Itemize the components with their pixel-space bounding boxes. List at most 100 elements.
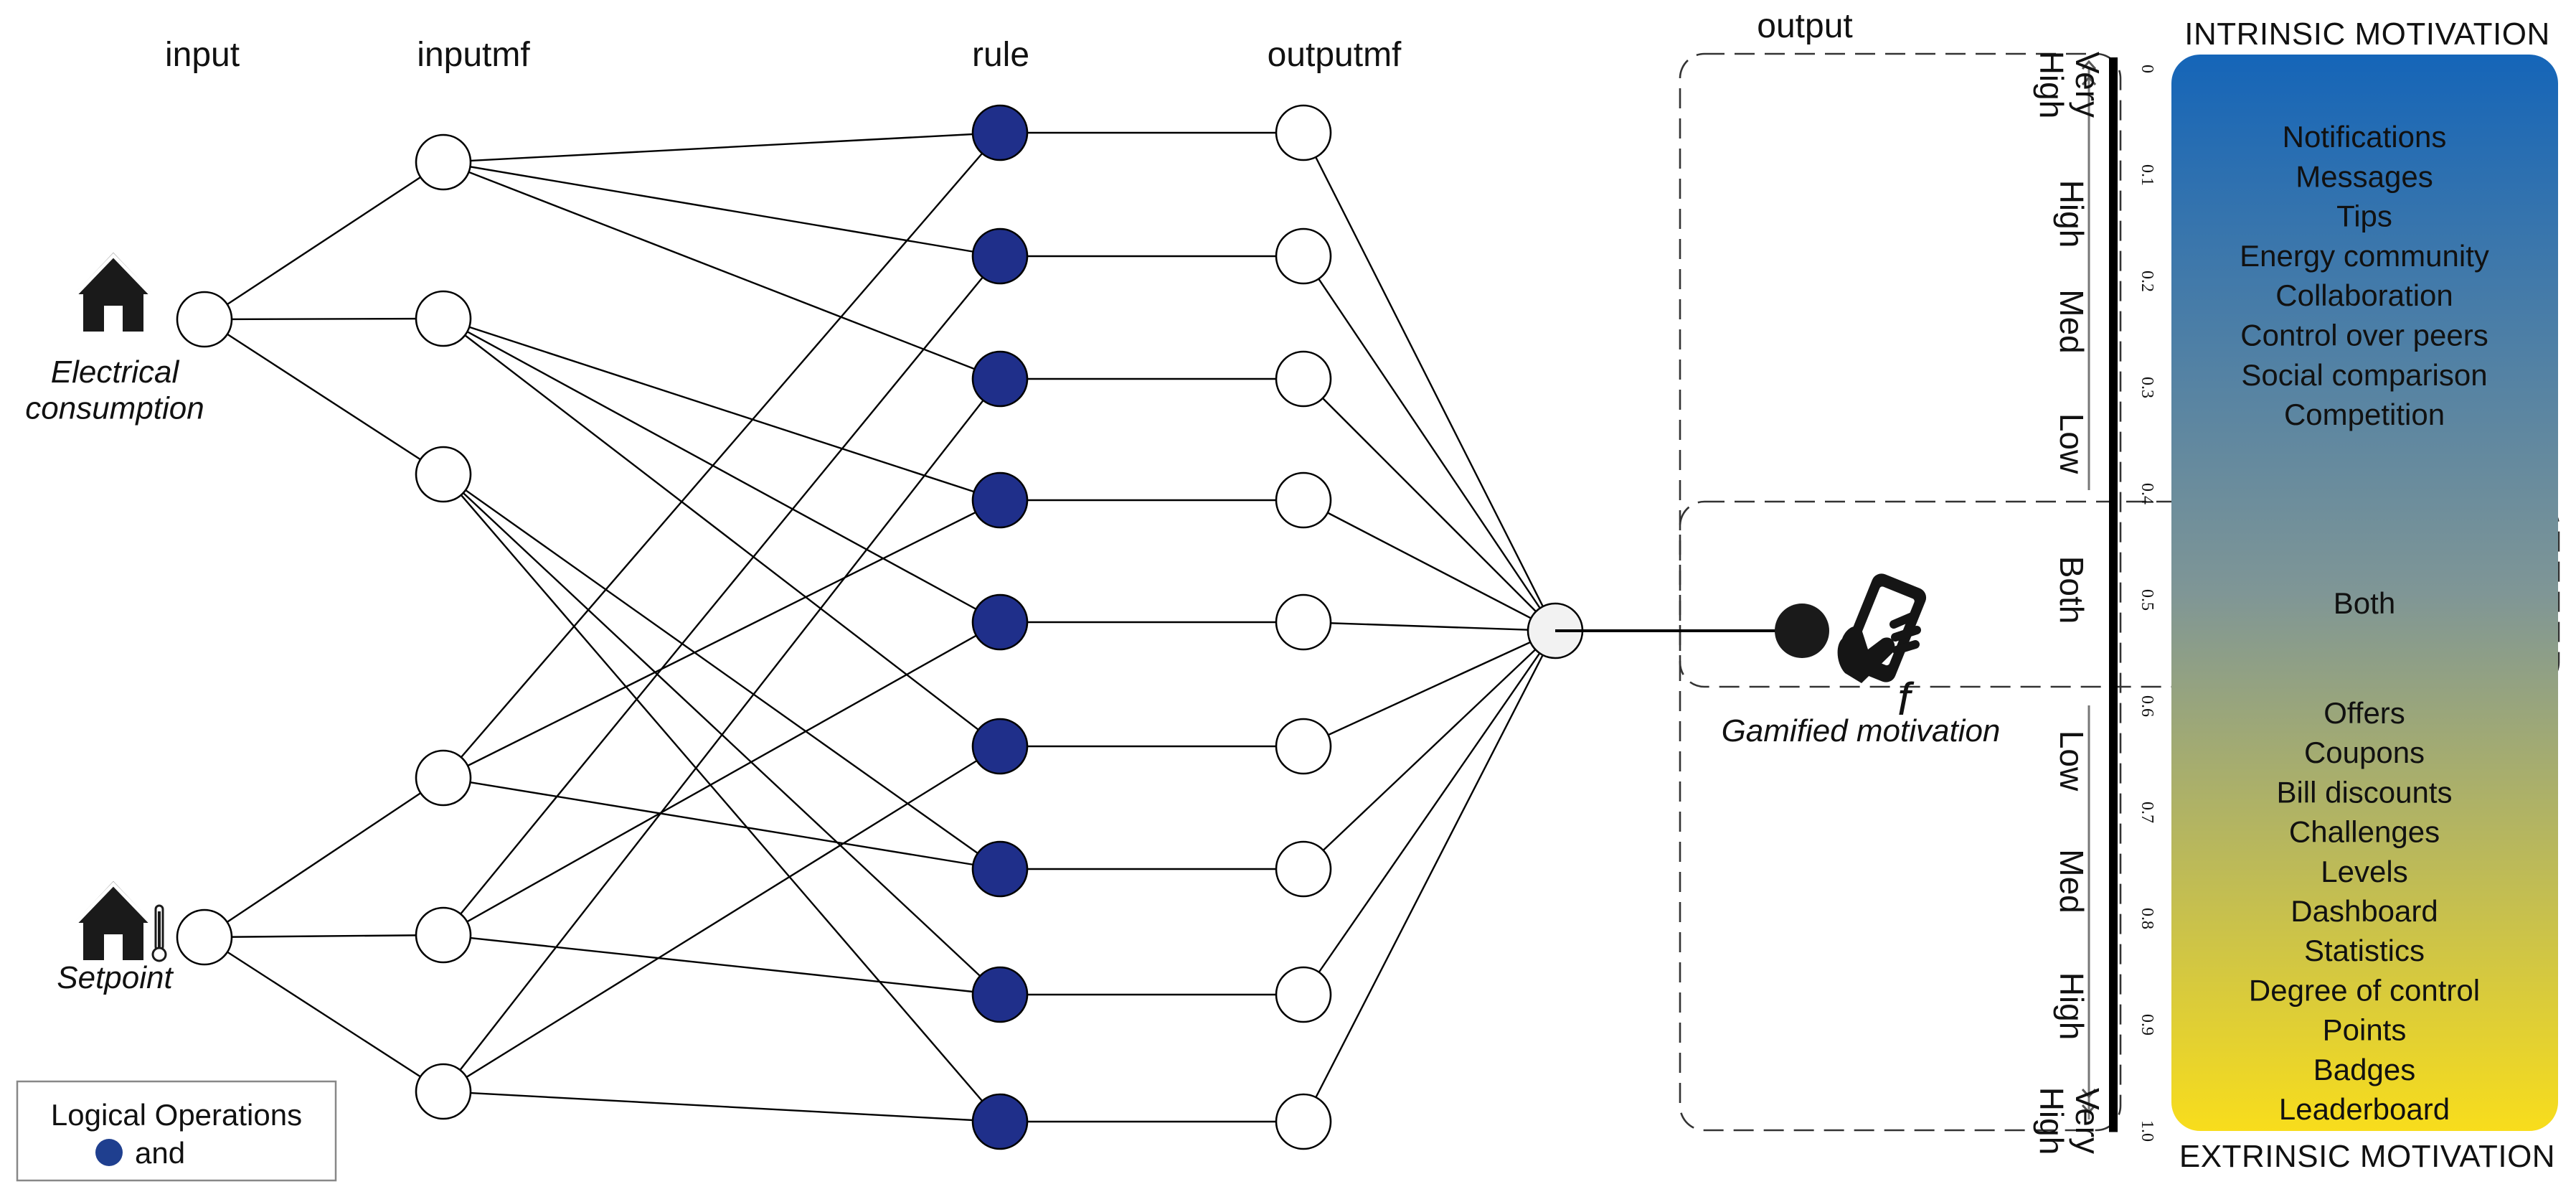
- intrinsic-item: Social comparison: [2241, 358, 2487, 392]
- edge-mf4-rule4: [443, 499, 1001, 779]
- rule-node-6: [971, 718, 1029, 775]
- inputmf-node-1: [415, 133, 472, 191]
- output-terminal-dot: [1775, 604, 1829, 658]
- scale-level-label: High: [2053, 972, 2090, 1041]
- edge-mf5-rule5: [443, 621, 1001, 936]
- edge-outmf4-output: [1303, 499, 1556, 632]
- scale-tick-label: 1.0: [2138, 1120, 2156, 1142]
- inputmf-node-2: [415, 290, 472, 347]
- scale-level-label: Low: [2053, 731, 2090, 792]
- extrinsic-motivation-label: EXTRINSIC MOTIVATION: [2179, 1139, 2555, 1174]
- legend-title: Logical Operations: [51, 1098, 302, 1132]
- scale-level-label: Both: [2053, 556, 2090, 624]
- house-thermometer-icon: [73, 881, 167, 962]
- edge-outmf3-output: [1303, 378, 1556, 631]
- outputmf-node-3: [1275, 350, 1332, 408]
- scale-tick-label: 0.1: [2138, 164, 2156, 186]
- scale-tick-label: 0.7: [2138, 802, 2156, 823]
- edge-mf5-rule8: [443, 934, 1001, 996]
- scale-ticks: 00.10.20.30.40.50.60.70.80.91.0: [2109, 65, 2156, 1142]
- outputmf-node-6: [1275, 718, 1332, 775]
- extrinsic-item: Degree of control: [2249, 973, 2480, 1007]
- scale-level-label: VeryHigh: [2033, 1087, 2106, 1155]
- legend-item-and: and: [135, 1136, 185, 1170]
- both-dashed-band: [1679, 500, 2560, 688]
- edge-mf4-rule7: [443, 776, 1001, 870]
- intrinsic-item: Notifications: [2283, 120, 2447, 154]
- motivation-gradient-panel: [2171, 55, 2558, 1131]
- rule-node-2: [971, 227, 1029, 285]
- intrinsic-item: Messages: [2296, 159, 2433, 193]
- edge-input1-mf1: [204, 161, 444, 321]
- outputmf-node-7: [1275, 840, 1332, 898]
- edge-mf2-rule4: [443, 317, 1001, 502]
- edge-outmf5-output: [1303, 621, 1556, 632]
- motivation-scale: [2081, 57, 2118, 1131]
- edge-outmf2-output: [1303, 255, 1556, 631]
- scale-tick-label: 0.8: [2138, 908, 2156, 929]
- extrinsic-item: Bill discounts: [2276, 775, 2452, 809]
- input-node-1: [176, 291, 233, 348]
- scale-tick-label: 0.6: [2138, 695, 2156, 717]
- header-outputmf: outputmf: [1268, 36, 1402, 74]
- inputmf-node-3: [415, 446, 472, 503]
- edge-input2-mf6: [204, 936, 444, 1093]
- inputmf-node-4: [415, 749, 472, 807]
- outputmf-node-8: [1275, 966, 1332, 1023]
- extrinsic-item: Dashboard: [2290, 894, 2438, 928]
- edge-outmf1-output: [1302, 132, 1557, 631]
- legend: Logical Operations and: [16, 1080, 337, 1182]
- edge-input2-mf5: [204, 934, 444, 939]
- scale-level-label: Med: [2053, 849, 2090, 913]
- edge-mf2-rule6: [443, 318, 1001, 747]
- extrinsic-item: Offers: [2323, 696, 2405, 730]
- edge-mf5-rule2: [443, 255, 1001, 936]
- inputmf-node-5: [415, 906, 472, 964]
- edge-input2-mf4: [204, 777, 444, 938]
- intrinsic-item: Competition: [2284, 398, 2445, 431]
- outputmf-node-1: [1275, 104, 1332, 161]
- intrinsic-item: Energy community: [2240, 239, 2489, 273]
- outputmf-node-4: [1275, 471, 1332, 529]
- network-nodes: [176, 104, 1584, 1150]
- header-inputmf: inputmf: [417, 36, 530, 74]
- extrinsic-item: Leaderboard: [2279, 1092, 2450, 1126]
- intrinsic-item: Collaboration: [2275, 278, 2453, 312]
- extrinsic-item: Levels: [2321, 855, 2407, 888]
- scale-tick-label: 0: [2138, 65, 2156, 73]
- output-caption: Gamified motivation: [1722, 713, 2001, 748]
- outputmf-node-5: [1275, 593, 1332, 651]
- scale-tick-label: 0.4: [2138, 483, 2156, 504]
- scale-level-label: Med: [2053, 289, 2090, 353]
- edge-mf1-rule1: [443, 131, 1001, 164]
- scale-level-label: Low: [2053, 413, 2090, 474]
- extrinsic-item: Coupons: [2304, 736, 2425, 769]
- edge-mf3-rule9: [443, 474, 1001, 1122]
- edge-mf3-rule8: [443, 474, 1001, 995]
- outputmf-node-9: [1275, 1093, 1332, 1150]
- input-label-setpoint: Setpoint: [57, 960, 174, 995]
- legend-and-marker: [95, 1139, 123, 1166]
- edge-outmf9-output: [1302, 630, 1557, 1122]
- header-output: output: [1757, 7, 1852, 45]
- scale-level-label: High: [2053, 180, 2090, 248]
- rule-node-4: [971, 471, 1029, 529]
- edge-outmf8-output: [1303, 630, 1556, 995]
- extrinsic-item: Badges: [2313, 1053, 2415, 1086]
- scale-level-label: VeryHigh: [2033, 51, 2106, 119]
- inputmf-node-6: [415, 1063, 472, 1120]
- house-icon: [73, 253, 154, 332]
- header-input: input: [165, 36, 240, 74]
- edge-outmf7-output: [1303, 630, 1556, 870]
- legend-box: [16, 1080, 337, 1182]
- edge-mf6-rule9: [443, 1090, 1001, 1123]
- header-rule: rule: [972, 36, 1029, 74]
- edge-mf3-rule7: [443, 474, 1001, 870]
- edge-mf1-rule3: [443, 161, 1001, 380]
- scale-tick-label: 0.9: [2138, 1014, 2156, 1036]
- outputmf-node-2: [1275, 227, 1332, 285]
